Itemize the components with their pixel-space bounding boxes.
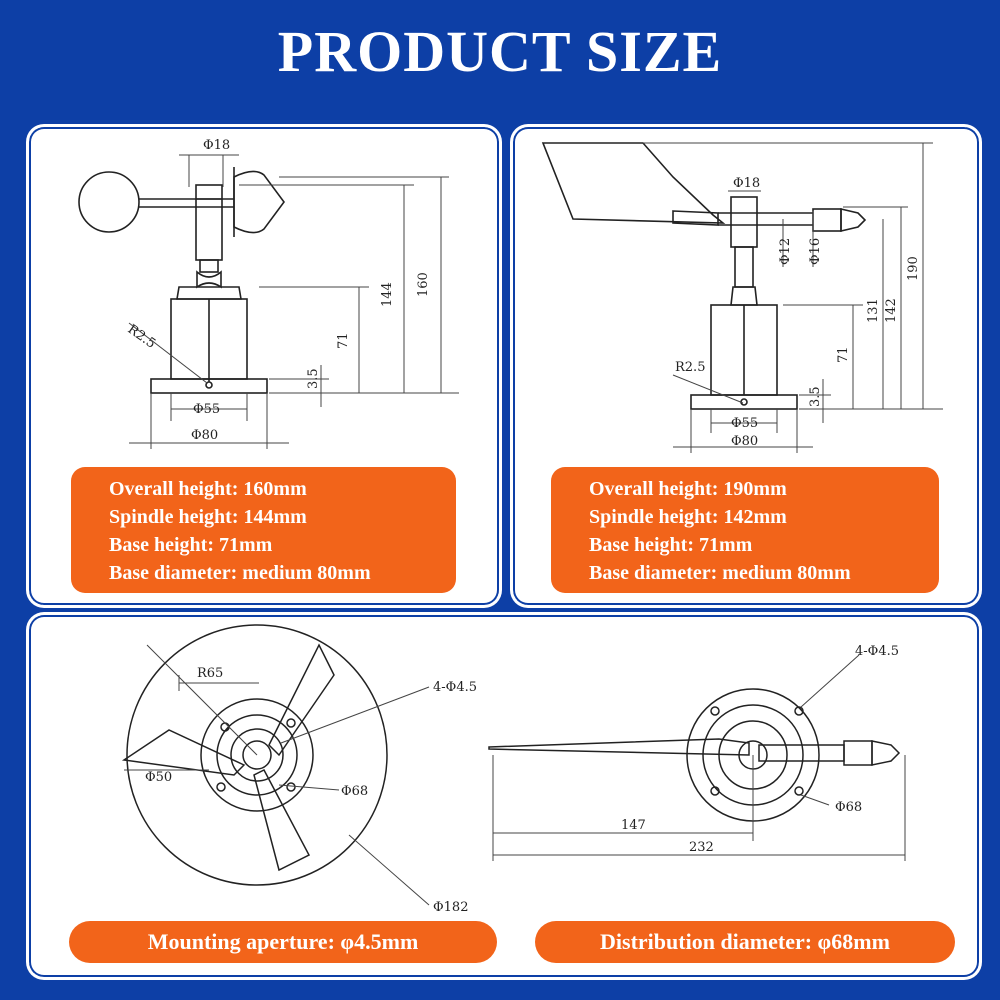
dim-d18: Φ18: [203, 138, 230, 153]
distribution-diameter-caption: Distribution diameter: φ68mm: [535, 921, 955, 963]
dim-h71: 71: [336, 332, 351, 349]
dim-holes-right: 4-Φ4.5: [855, 644, 899, 659]
dim-d50: Φ50: [145, 770, 172, 785]
dim-d55: Φ55: [731, 416, 758, 431]
spec-spindle-height: Spindle height: 142mm: [589, 506, 787, 528]
dim-d80: Φ80: [191, 428, 218, 443]
dim-d80: Φ80: [731, 434, 758, 449]
spec-base-height: Base height: 71mm: [109, 534, 273, 556]
cup-right: [233, 170, 285, 234]
cup-left: [78, 171, 140, 233]
dim-h144: 144: [380, 282, 395, 307]
spec-base-diameter: Base diameter: medium 80mm: [109, 562, 371, 584]
dim-d16: Φ16: [808, 238, 823, 265]
dim-h131: 131: [866, 298, 881, 323]
anemometer-drawing: Φ18 160 144 71 R2.5 3.5 Φ55 Φ80: [78, 138, 459, 449]
dim-d68-right: Φ68: [835, 800, 862, 815]
dim-h35: 3.5: [808, 386, 823, 407]
dim-h35: 3.5: [306, 368, 321, 389]
dim-r25: R2.5: [125, 322, 159, 352]
dim-l232: 232: [689, 840, 714, 855]
mounting-aperture-caption: Mounting aperture: φ4.5mm: [69, 921, 497, 963]
anemometer-panel: Φ18 160 144 71 R2.5 3.5 Φ55 Φ80 Overall …: [26, 124, 502, 608]
spec-base-height: Base height: 71mm: [589, 534, 753, 556]
spec-overall-height: Overall height: 190mm: [589, 478, 787, 500]
top-view-panel: R65 4-Φ4.5 Φ50 Φ68 Φ182: [26, 612, 982, 980]
dim-h190: 190: [906, 256, 921, 281]
vane-tail: [541, 142, 726, 224]
dim-d18: Φ18: [733, 176, 760, 191]
dim-h160: 160: [416, 272, 431, 297]
dim-d12: Φ12: [778, 238, 793, 265]
vane-drawing: Φ18 Φ12 Φ16 190 131 142 71 R2.5 3.5 Φ55 …: [541, 142, 943, 453]
dim-d68-left: Φ68: [341, 784, 368, 799]
spec-spindle-height: Spindle height: 144mm: [109, 506, 307, 528]
dim-r25: R2.5: [675, 360, 705, 375]
dim-holes-left: 4-Φ4.5: [433, 680, 477, 695]
dim-h142: 142: [884, 298, 899, 323]
anemometer-top-view: [121, 624, 388, 886]
vane-panel: Φ18 Φ12 Φ16 190 131 142 71 R2.5 3.5 Φ55 …: [510, 124, 982, 608]
vane-spec-box: Overall height: 190mm Spindle height: 14…: [551, 467, 939, 593]
dim-r65: R65: [197, 666, 223, 681]
dim-l147: 147: [621, 818, 646, 833]
dim-h71: 71: [836, 346, 851, 363]
spec-overall-height: Overall height: 160mm: [109, 478, 307, 500]
spec-base-diameter: Base diameter: medium 80mm: [589, 562, 851, 584]
page-title: PRODUCT SIZE: [277, 19, 723, 84]
dim-d182: Φ182: [433, 900, 468, 915]
anemometer-spec-box: Overall height: 160mm Spindle height: 14…: [71, 467, 456, 593]
top-view-drawing: R65 4-Φ4.5 Φ50 Φ68 Φ182: [121, 624, 906, 915]
dim-d55: Φ55: [193, 402, 220, 417]
